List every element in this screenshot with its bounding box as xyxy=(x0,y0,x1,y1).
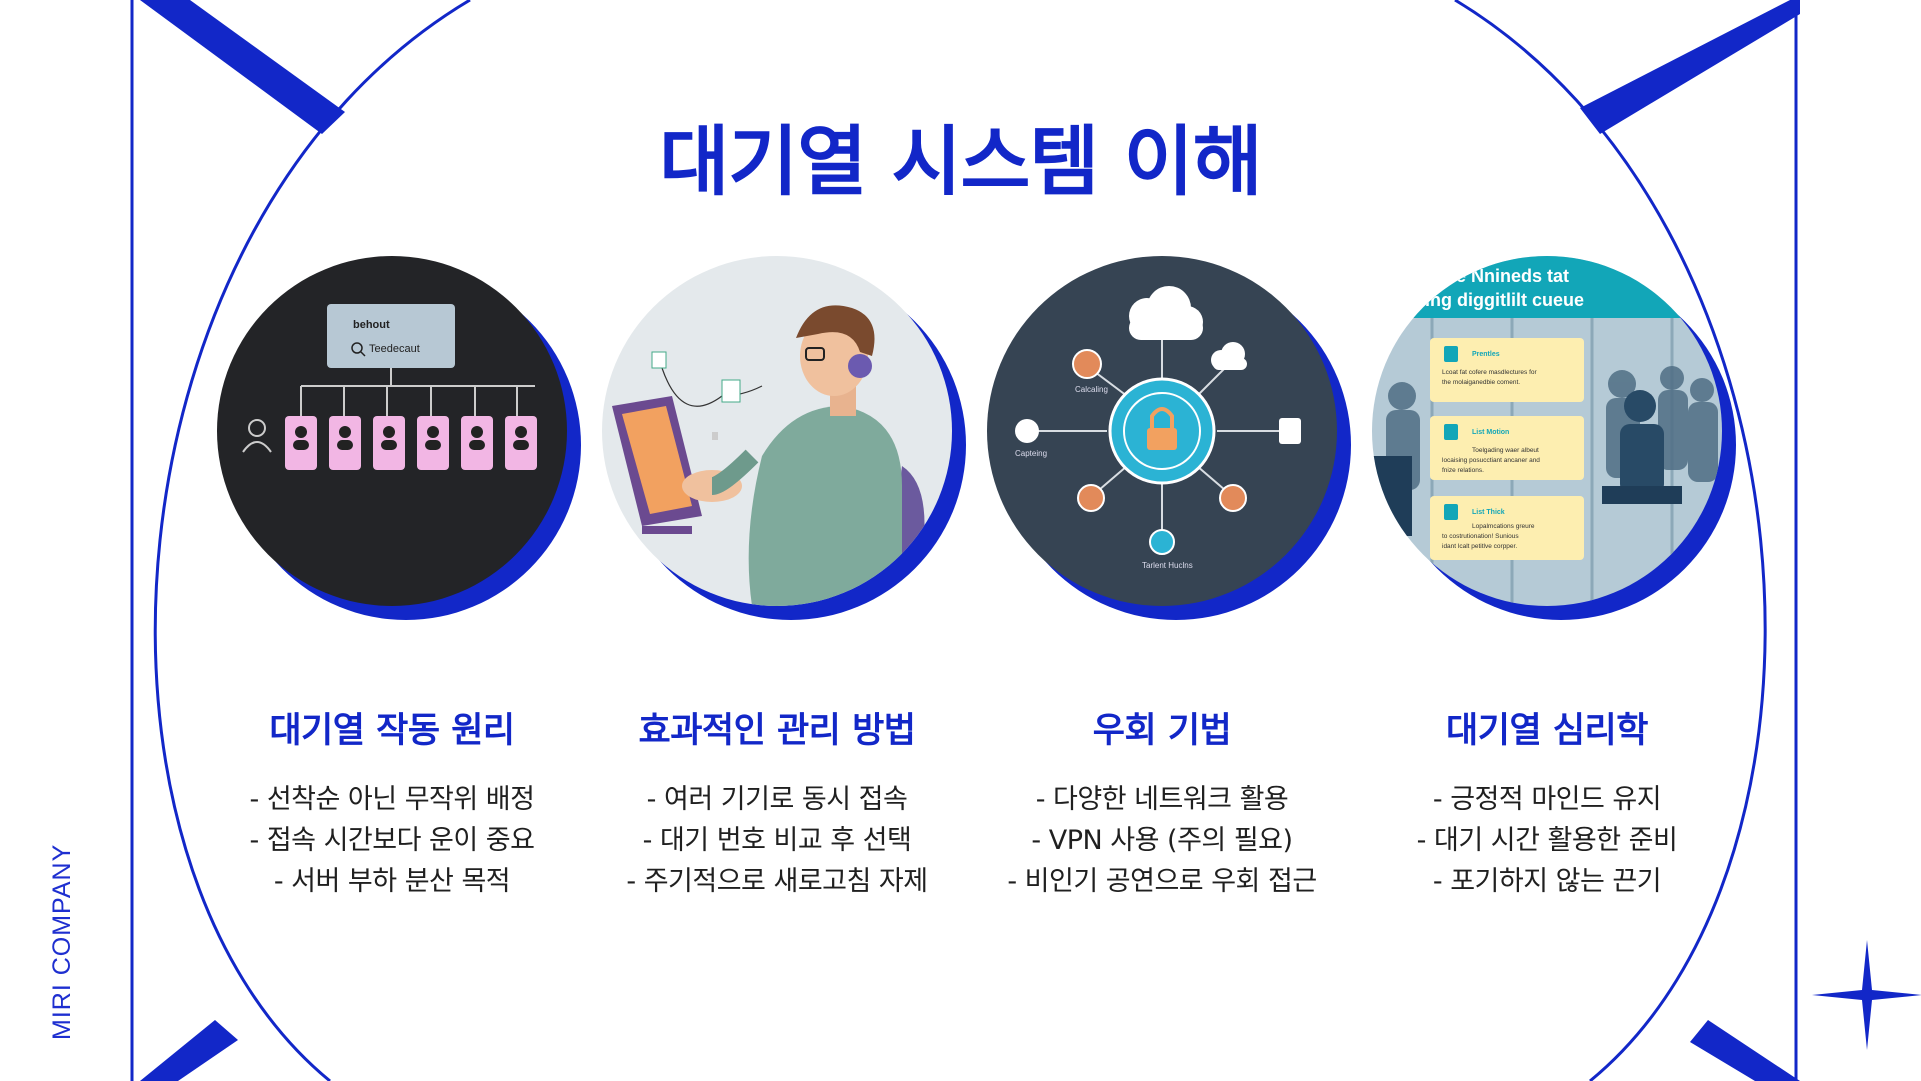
queue-tree-icon: behout Teedecaut xyxy=(217,256,567,606)
card-queue-psychology: silisiwe Nnineds tat att fing diggitlilt… xyxy=(1357,256,1737,902)
note-text: Toelgading waer albeut xyxy=(1472,447,1539,454)
bullet-list: - 긍정적 마인드 유지 - 대기 시간 활용한 준비 - 포기하지 않는 끈기 xyxy=(1357,779,1737,902)
list-item: - 주기적으로 새로고침 자제 xyxy=(626,866,928,897)
card-heading: 대기열 심리학 xyxy=(1446,711,1648,751)
list-item: - 선착순 아닌 무작위 배정 xyxy=(249,784,535,815)
card-heading: 효과적인 관리 방법 xyxy=(638,711,916,751)
list-item: - VPN 사용 (주의 필요) xyxy=(1031,825,1293,856)
card-heading: 대기열 작동 원리 xyxy=(269,711,515,751)
banner-text: silisiwe Nnineds tat xyxy=(1402,266,1569,286)
list-item: - 여러 기기로 동시 접속 xyxy=(646,784,908,815)
list-item: - 포기하지 않는 끈기 xyxy=(1432,866,1662,897)
card-image: Calcaling Capteing Tarlent Huclns xyxy=(987,256,1351,620)
note-text: the molaiganedbie coment. xyxy=(1442,379,1520,386)
bullet-list: - 여러 기기로 동시 접속 - 대기 번호 비교 후 선택 - 주기적으로 새… xyxy=(587,779,967,902)
network-lock-icon: Calcaling Capteing Tarlent Huclns xyxy=(987,256,1337,606)
waiting-crowd-icon: silisiwe Nnineds tat att fing diggitlilt… xyxy=(1372,256,1722,606)
note-title: List Motion xyxy=(1472,429,1509,436)
card-heading: 우회 기법 xyxy=(1092,711,1232,751)
brand-name: MIRI COMPANY xyxy=(48,843,76,1040)
card-effective-management: 효과적인 관리 방법 - 여러 기기로 동시 접속 - 대기 번호 비교 후 선… xyxy=(587,256,967,902)
list-item: - 대기 번호 비교 후 선택 xyxy=(642,825,912,856)
page-title: 대기열 시스템 이해 xyxy=(659,117,1262,206)
bullet-list: - 다양한 네트워크 활용 - VPN 사용 (주의 필요) - 비인기 공연으… xyxy=(972,779,1352,902)
note-text: Lopalmcations greure xyxy=(1472,523,1535,530)
bullet-list: - 선착순 아닌 무작위 배정 - 접속 시간보다 운이 중요 - 서버 부하 … xyxy=(202,779,582,902)
box-title: behout xyxy=(353,319,390,331)
person-with-tablet-icon xyxy=(602,256,952,606)
card-queue-principle: behout Teedecaut xyxy=(202,256,582,902)
list-item: - 긍정적 마인드 유지 xyxy=(1432,784,1662,815)
note-title: Prentles xyxy=(1472,351,1500,358)
list-item: - 접속 시간보다 운이 중요 xyxy=(249,825,535,856)
banner-text: att fing diggitlilt cueue xyxy=(1392,290,1584,310)
node-label: Calcaling xyxy=(1075,385,1108,394)
card-image: behout Teedecaut xyxy=(217,256,581,620)
note-text: idant lcalt petitlve corpper. xyxy=(1442,543,1517,550)
list-item: - 대기 시간 활용한 준비 xyxy=(1416,825,1678,856)
card-image xyxy=(602,256,966,620)
note-text: locaising posucctiant ancaner and xyxy=(1442,457,1540,464)
note-text: to costrutionation! Sunious xyxy=(1442,533,1519,540)
card-image: silisiwe Nnineds tat att fing diggitlilt… xyxy=(1372,256,1736,620)
list-item: - 다양한 네트워크 활용 xyxy=(1035,784,1289,815)
sparkle-icon xyxy=(1812,940,1921,1050)
box-search-label: Teedecaut xyxy=(369,343,420,355)
note-text: Lcoat fat cofere masdlectures for xyxy=(1442,369,1537,376)
note-title: List Thick xyxy=(1472,509,1505,516)
node-label: Tarlent Huclns xyxy=(1142,561,1193,570)
list-item: - 비인기 공연으로 우회 접근 xyxy=(1007,866,1317,897)
card-bypass-techniques: Calcaling Capteing Tarlent Huclns 우회 기법 … xyxy=(972,256,1352,902)
node-label: Capteing xyxy=(1015,449,1047,458)
list-item: - 서버 부하 분산 목적 xyxy=(273,866,511,897)
note-text: fnize relations. xyxy=(1442,467,1484,474)
